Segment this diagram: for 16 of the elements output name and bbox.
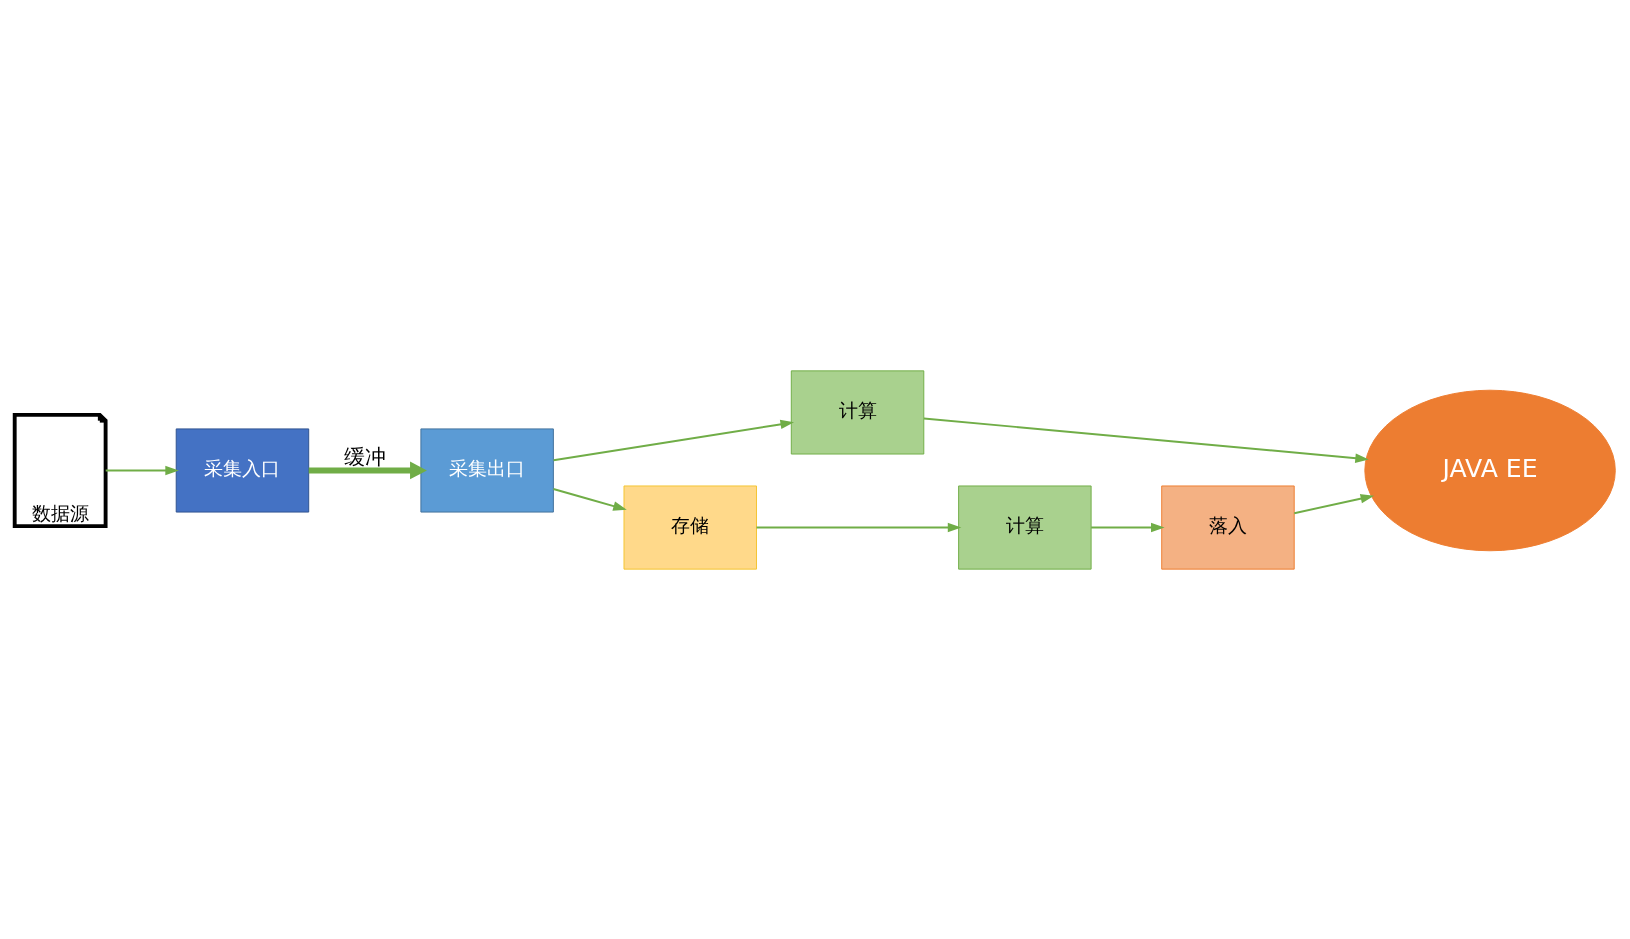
node-box: 计算 xyxy=(958,484,1092,570)
arrow xyxy=(552,487,627,511)
node-box: 计算 xyxy=(790,369,925,455)
arrow xyxy=(1293,493,1375,514)
node-box: 存储 xyxy=(623,484,757,570)
edge-label: 缓冲 xyxy=(343,443,386,469)
node-ellipse: JAVA EE xyxy=(1364,389,1616,551)
arrow xyxy=(755,522,962,532)
node-box: 落入 xyxy=(1161,484,1295,570)
arrow xyxy=(1090,522,1165,532)
node-box: 采集入口 xyxy=(175,427,310,513)
node-box: 采集出口 xyxy=(420,427,554,513)
arrow xyxy=(922,417,1369,463)
arrow xyxy=(104,465,179,475)
arrow xyxy=(552,419,794,461)
arrow xyxy=(308,461,427,479)
